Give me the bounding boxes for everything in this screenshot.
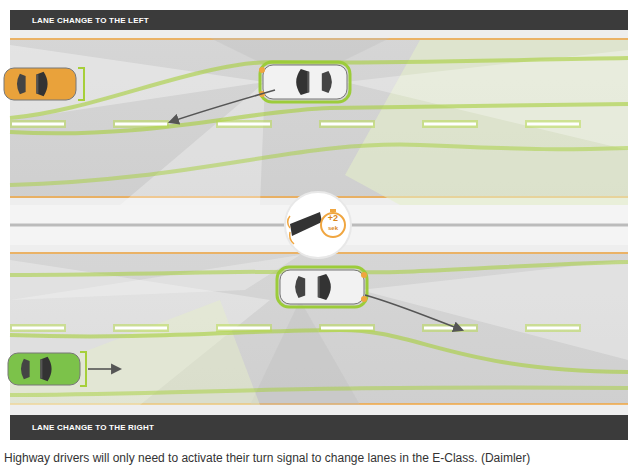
windshield xyxy=(36,72,47,96)
rear-window xyxy=(21,359,30,379)
icon-circle xyxy=(285,192,351,258)
roof-edge xyxy=(307,72,309,92)
lane-dash xyxy=(527,123,579,126)
lane-change-arrow xyxy=(170,90,275,122)
lane-dash xyxy=(218,327,270,330)
car-highlight xyxy=(277,267,367,307)
rear-window xyxy=(295,276,305,298)
stopwatch-crown xyxy=(330,209,336,212)
lane-dash xyxy=(12,123,64,126)
car xyxy=(4,68,76,100)
lane-dash-glow xyxy=(113,120,169,128)
lane-path xyxy=(10,330,628,372)
roof-edge xyxy=(40,359,42,378)
road-shoulder xyxy=(10,30,628,38)
turn-indicator xyxy=(259,67,265,73)
caption: Highway drivers will only need to activa… xyxy=(4,451,634,465)
car xyxy=(277,267,367,307)
rear-window xyxy=(322,71,332,93)
lane-dash-glow xyxy=(525,120,581,128)
car-body xyxy=(4,68,76,100)
lane-dash-glow xyxy=(113,324,169,332)
lane-change-arrow xyxy=(365,295,462,330)
detection-bracket xyxy=(80,352,86,386)
lane-path xyxy=(10,145,628,185)
road xyxy=(10,30,628,205)
sensor-cone xyxy=(360,260,628,360)
car-highlight xyxy=(260,62,350,102)
lane-marking xyxy=(10,120,581,128)
detection-bracket xyxy=(78,68,84,100)
lane-dash xyxy=(321,123,373,126)
lane-dash xyxy=(424,327,476,330)
windshield xyxy=(296,69,309,95)
lane-path xyxy=(10,104,628,133)
lane-dash xyxy=(115,123,167,126)
stopwatch xyxy=(321,213,345,237)
timer-label: sek xyxy=(321,225,345,231)
windshield xyxy=(318,274,331,300)
lane-dash-glow xyxy=(216,324,272,332)
lane-dash-glow xyxy=(10,120,66,128)
sensor-zone xyxy=(345,40,628,205)
stalk-motion-arc xyxy=(290,232,294,244)
roof-edge xyxy=(36,74,38,93)
road xyxy=(10,245,628,415)
sensor-cone xyxy=(10,255,300,300)
lane-dash-glow xyxy=(525,324,581,332)
car-body xyxy=(280,270,364,304)
lane-dash xyxy=(218,123,270,126)
title-band: LANE CHANGE TO THE LEFT xyxy=(10,10,628,30)
motion-arrow xyxy=(88,368,120,370)
windshield xyxy=(40,357,51,381)
sensor-cone xyxy=(120,82,265,205)
lane-dash xyxy=(115,327,167,330)
rear-window xyxy=(17,74,26,94)
lane-dash xyxy=(424,123,476,126)
title-band: LANE CHANGE TO THE RIGHT xyxy=(10,415,628,440)
cars xyxy=(4,62,367,385)
sensor-cone xyxy=(345,50,628,150)
lane-dash xyxy=(321,327,373,330)
car-body xyxy=(263,65,347,99)
lane-dash-glow xyxy=(10,324,66,332)
lane-dash-glow xyxy=(319,120,375,128)
road-shoulder xyxy=(10,404,628,415)
stalk-motion-arc xyxy=(288,216,290,228)
lane-dash xyxy=(527,327,579,330)
lane-path xyxy=(10,387,628,395)
car xyxy=(8,353,80,385)
timer-label: +2 xyxy=(321,214,345,223)
turn-indicator xyxy=(361,296,367,302)
band-title: LANE CHANGE TO THE LEFT xyxy=(32,16,149,25)
lane-dash-glow xyxy=(319,324,375,332)
lane-dash xyxy=(12,327,64,330)
band-title: LANE CHANGE TO THE RIGHT xyxy=(32,423,154,432)
car-body xyxy=(8,353,80,385)
lane-dash-glow xyxy=(422,120,478,128)
lane-marking xyxy=(10,324,581,332)
car xyxy=(260,62,350,102)
roof-edge xyxy=(318,277,320,297)
turn-signal-stalk xyxy=(290,212,322,236)
turn-indicator xyxy=(361,272,367,278)
lane-dash-glow xyxy=(216,120,272,128)
